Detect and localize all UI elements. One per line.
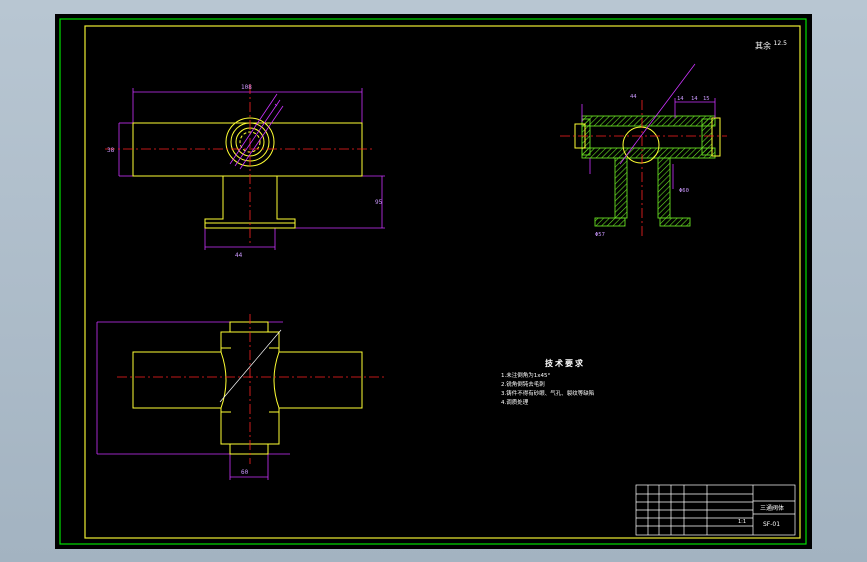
outer-frame: [59, 18, 807, 545]
tech-item: 1.未注倒角为1x45°: [501, 373, 551, 379]
surface-note-value: 12.5: [773, 40, 787, 47]
tech-item: 4.调质处理: [501, 400, 529, 406]
dim-section-s3: 15: [703, 96, 710, 102]
title-drawing-no: SF-01: [763, 521, 781, 528]
dim-section-s2: 14: [691, 96, 698, 102]
dim-flange-width: 44: [235, 252, 243, 259]
tech-item: 3.铸件不得有砂眼、气孔、裂纹等缺陷: [501, 391, 595, 397]
dim-left-height: 38: [107, 147, 115, 154]
inner-frame: [84, 25, 801, 539]
top-view: 60: [96, 314, 385, 480]
cad-viewport[interactable]: 108 38 95 44: [55, 14, 812, 549]
surface-roughness-note: 其余 12.5: [755, 40, 787, 52]
title-scale: 1:1: [738, 519, 747, 525]
dim-section-base: Φ57: [595, 232, 605, 238]
dim-side-height: 95: [375, 199, 383, 206]
dim-top-view-width: 60: [241, 469, 249, 476]
front-view: 108 38 95 44: [105, 84, 385, 259]
surface-note-label: 其余: [755, 41, 771, 51]
section-view: 44 14 14 15 Φ57 Φ60: [560, 63, 727, 238]
technical-requirements: 技术要求 1.未注倒角为1x45° 2.锐角倒钝去毛刺 3.铸件不得有砂眼、气孔…: [501, 358, 651, 408]
tech-title: 技术要求: [545, 359, 585, 368]
drawing-sheet: 108 38 95 44: [59, 18, 807, 545]
dim-top-overall: 108: [241, 84, 252, 91]
dim-section-s1: 14: [677, 96, 684, 102]
dim-section-flange: Φ60: [679, 188, 689, 194]
title-part-name: 三通阀体: [760, 505, 785, 512]
dim-section-top: 44: [630, 94, 637, 100]
title-block: [635, 484, 796, 536]
tech-item: 2.锐角倒钝去毛刺: [501, 382, 545, 388]
